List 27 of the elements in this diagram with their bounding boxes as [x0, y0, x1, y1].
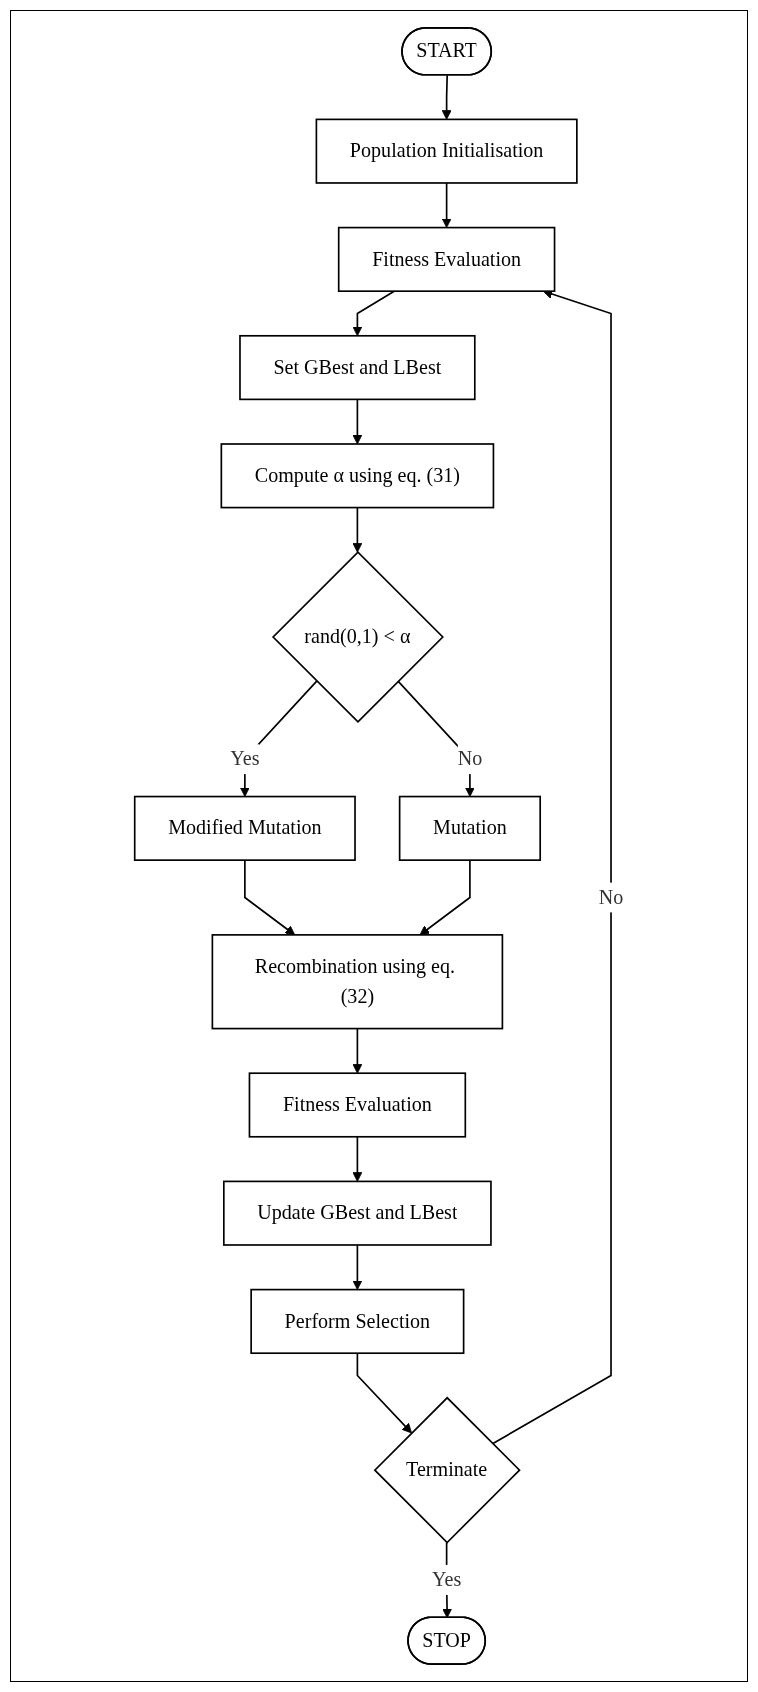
arrow — [352, 290, 396, 337]
arrow — [441, 182, 452, 229]
node-diamond: rand(0,1) < α — [271, 551, 444, 723]
node-box: Population Initialisation — [315, 118, 578, 184]
node-box: Perform Selection — [250, 1288, 465, 1355]
node-box: Fitness Evaluation — [248, 1072, 467, 1138]
node-box: Set GBest and LBest — [239, 334, 476, 401]
arrow — [352, 506, 363, 553]
arrow — [352, 1027, 363, 1074]
arrow — [244, 859, 296, 936]
node-diamond: Terminate — [373, 1396, 521, 1544]
arrow — [356, 1352, 412, 1434]
node-box: Mutation — [398, 795, 542, 861]
edge-label: No — [457, 747, 483, 770]
edge-label: Yes — [230, 747, 260, 770]
node-box: Update GBest and LBest — [223, 1180, 492, 1246]
node-box: Modified Mutation — [133, 795, 356, 861]
edge-label: Yes — [432, 1568, 462, 1591]
node-box: Recombination using eq. (32) — [211, 934, 504, 1030]
node-box: Compute α using eq. (31) — [220, 443, 495, 509]
arrow — [441, 74, 452, 120]
edge-label: No — [598, 885, 624, 909]
arrow — [352, 1244, 363, 1291]
arrow — [419, 859, 471, 936]
arrow — [352, 398, 363, 445]
node-box: Fitness Evaluation — [337, 226, 556, 292]
arrow — [352, 1135, 363, 1182]
